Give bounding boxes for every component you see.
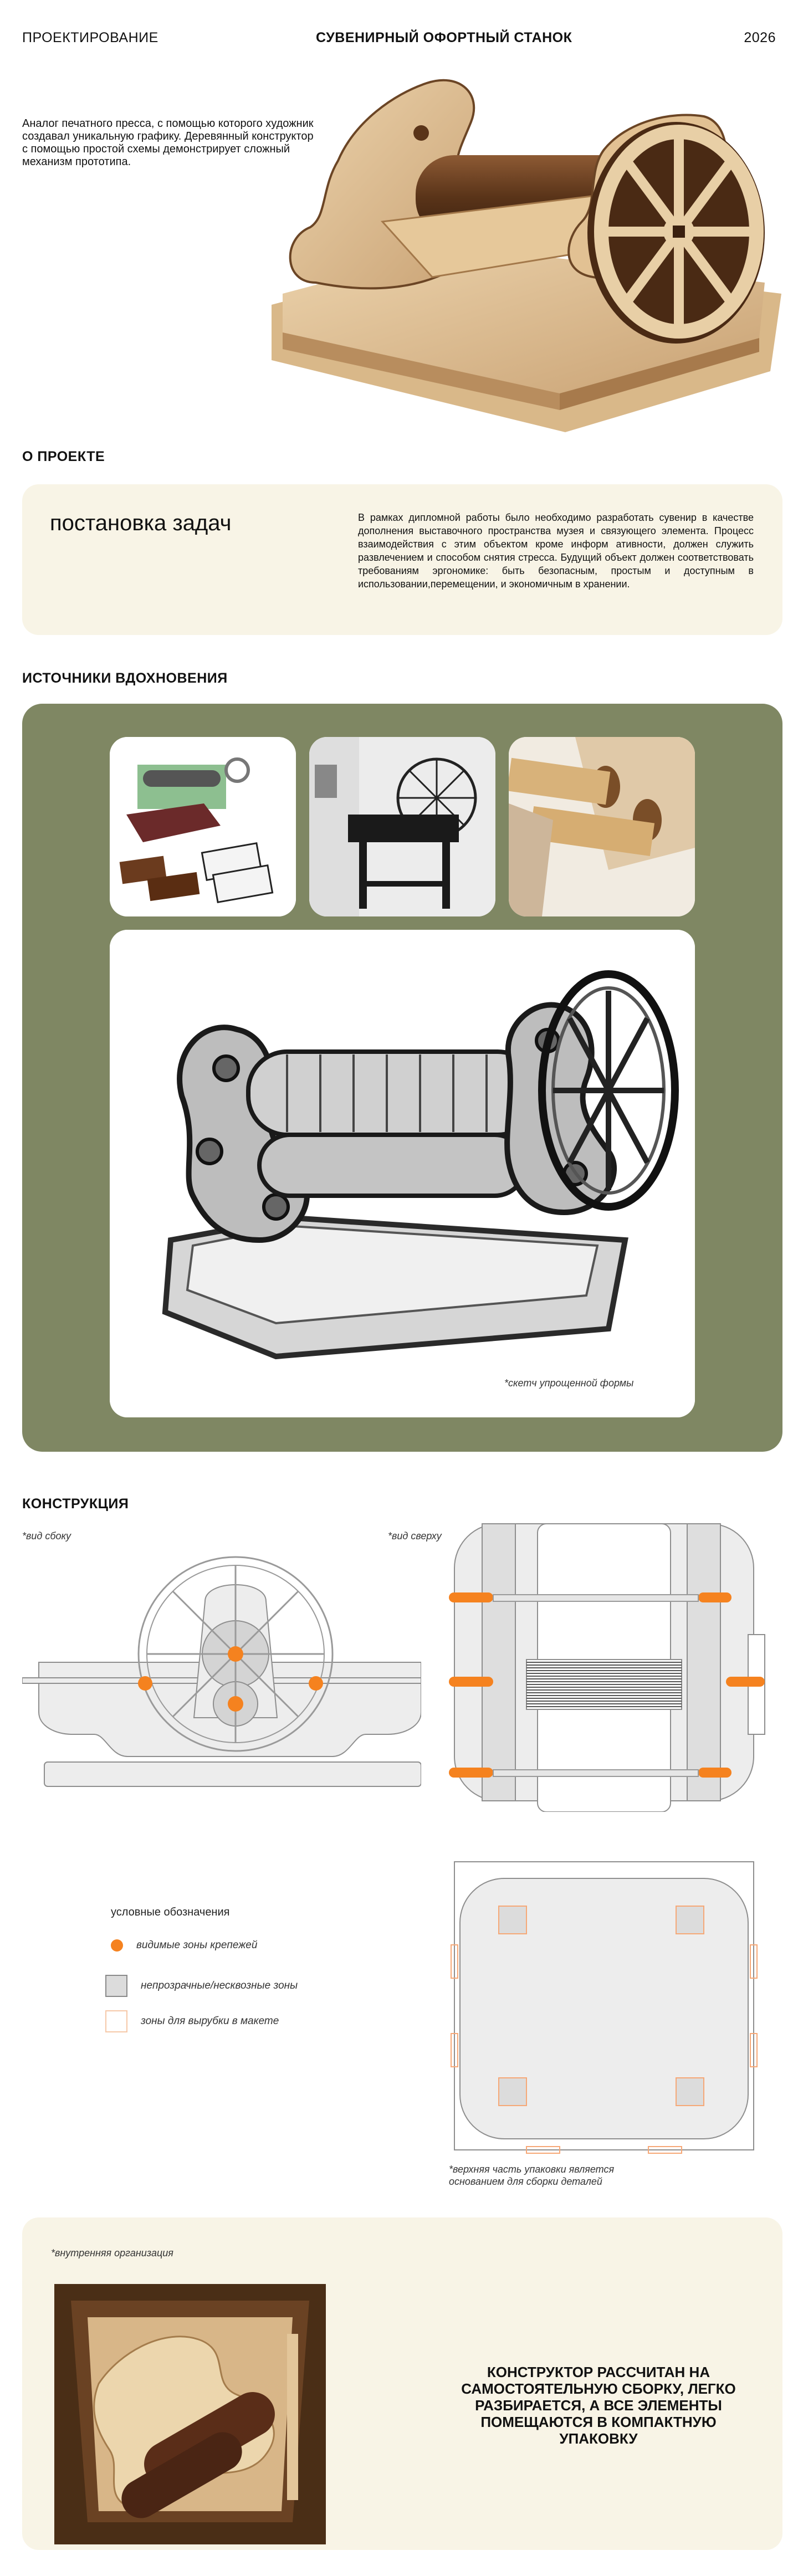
legend-item-label: зоны для вырубки в макете [141, 2015, 279, 2027]
packaging-plan-drawing [449, 1856, 759, 2155]
packaging-note: *верхняя часть упаковки является основан… [449, 2164, 615, 2187]
simplified-form-sketch: *скетч упрощенной формы [110, 930, 695, 1417]
sketch-caption: *скетч упрощенной формы [504, 1377, 634, 1389]
task-card-title: постановка задач [50, 511, 232, 535]
top-view-label: *вид сверху [388, 1530, 442, 1541]
header-title: СУВЕНИРНЫЙ ОФОРТНЫЙ СТАНОК [316, 30, 572, 45]
hero-press-image [249, 72, 781, 438]
legend-item-opaque: непрозрачные/несквозные зоны [105, 1975, 298, 1997]
about-section-title: О ПРОЕКТЕ [22, 449, 105, 464]
top-view-drawing [438, 1502, 781, 1812]
inspiration-photo-wood-joint [509, 737, 695, 916]
side-view-label: *вид сбоку [22, 1530, 71, 1541]
grey-square-icon [105, 1975, 127, 1997]
inspiration-photo-etching-press [110, 737, 296, 916]
orange-dot-icon [111, 1939, 123, 1952]
task-card: постановка задач В рамках дипломной рабо… [22, 484, 782, 635]
packaging-label: *внутренняя организация [51, 2247, 173, 2259]
inspiration-section-title: ИСТОЧНИКИ ВДОХНОВЕНИЯ [22, 670, 228, 686]
task-card-text: В рамках дипломной работы было необходим… [358, 512, 754, 590]
inspiration-panel: *скетч упрощенной формы [22, 704, 782, 1452]
legend-title: условные обозначения [111, 1906, 230, 1918]
header-year: 2026 [744, 30, 776, 45]
legend-item-label: видимые зоны крепежей [136, 1939, 258, 1951]
legend-item-label: непрозрачные/несквозные зоны [141, 1980, 298, 1991]
inspiration-photo-vintage-press [309, 737, 495, 916]
packaging-box-photo [54, 2284, 326, 2544]
orange-outline-square-icon [105, 2010, 127, 2032]
construction-section-title: КОНСТРУКЦИЯ [22, 1496, 129, 1512]
side-view-drawing [22, 1535, 421, 1801]
header-left: ПРОЕКТИРОВАНИЕ [22, 30, 158, 45]
intro-text: Аналог печатного пресса, с помощью котор… [22, 117, 314, 168]
legend-item-cut-zones: зоны для вырубки в макете [105, 2010, 279, 2032]
legend-item-fasteners: видимые зоны крепежей [105, 1939, 257, 1952]
packaging-panel: *внутренняя организация КОНСТРУКТОР РАСС… [22, 2217, 782, 2550]
packaging-statement: КОНСТРУКТОР РАССЧИТАН НА САМОСТОЯТЕЛЬНУЮ… [461, 2364, 736, 2447]
